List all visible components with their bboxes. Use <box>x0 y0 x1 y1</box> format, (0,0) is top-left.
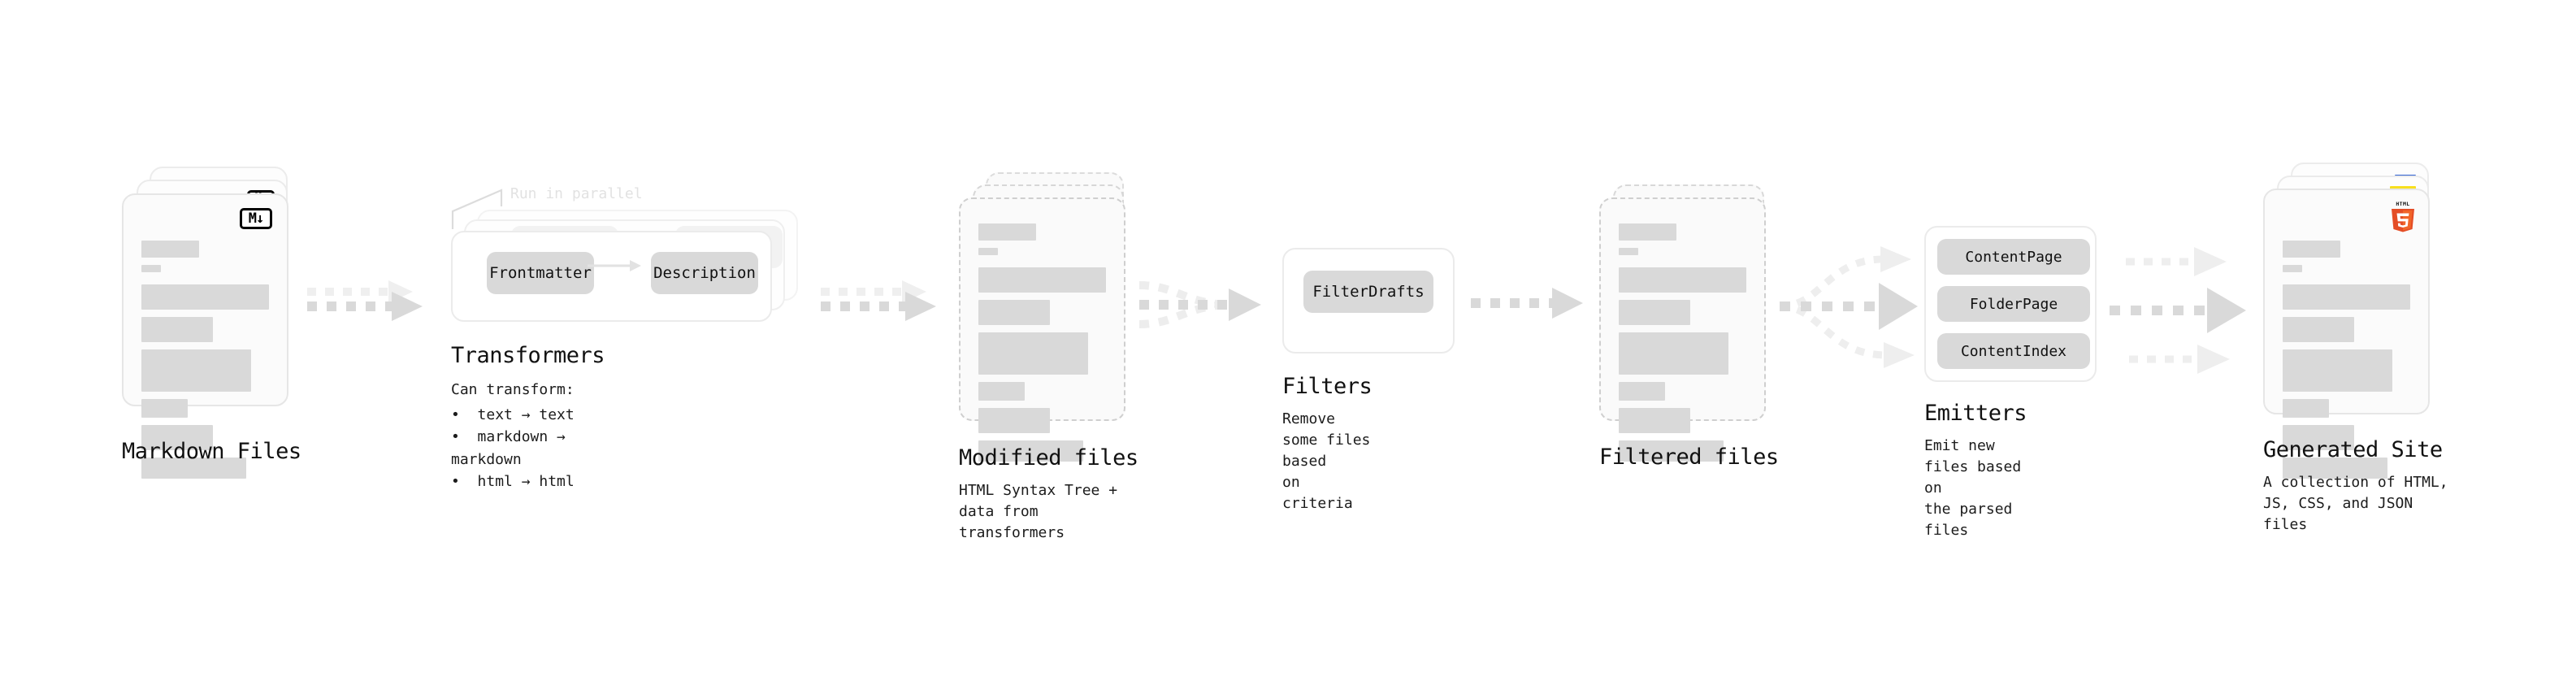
list-item: markdown → markdown <box>451 426 605 471</box>
connector-transformers-to-modified <box>821 280 951 332</box>
content-bar <box>2283 425 2354 450</box>
stage-title: Modified files <box>959 445 1138 471</box>
content-bar <box>1619 300 1690 325</box>
generated-site-card-stack: HTML <box>2263 163 2450 479</box>
dashed-arrow-pair-icon <box>821 280 936 321</box>
markdown-card-stack: M↓ M↓ M↓ <box>122 167 301 479</box>
dashed-arrow-merge-icon <box>1138 281 1261 328</box>
content-bar <box>141 349 252 392</box>
dashed-arrow-triple-icon <box>2110 247 2246 374</box>
brace-icon <box>451 189 503 229</box>
content-bar <box>2283 241 2340 258</box>
markdown-files-caption: Markdown Files <box>122 439 301 464</box>
stage-title: Filtered files <box>1599 445 1779 470</box>
content-bar <box>2283 458 2387 479</box>
connector-filtered-to-emitters <box>1776 232 1939 381</box>
svg-text:HTML: HTML <box>2396 201 2409 207</box>
stage-subtitle: A collection of HTML, JS, CSS, and JSON … <box>2263 474 2448 534</box>
connector-filters-to-filtered <box>1471 286 1593 323</box>
content-bar <box>141 265 161 272</box>
content-bar <box>1619 248 1638 255</box>
filtered-card-front <box>1599 197 1766 462</box>
modified-card-content <box>978 223 1106 462</box>
emitter-pill-contentindex[interactable]: ContentIndex <box>1937 333 2090 369</box>
content-bar <box>978 248 998 255</box>
connector-modified-to-filters <box>1138 264 1292 349</box>
dashed-arrow-icon <box>1471 288 1583 319</box>
transformer-pill-frontmatter[interactable]: Frontmatter <box>487 252 594 294</box>
markdown-card-front: M↓ <box>122 193 288 479</box>
stage-generated-site: HTML Genera <box>2263 163 2450 533</box>
stage-title: Markdown Files <box>122 439 301 464</box>
markdown-badge: M↓ <box>240 208 272 229</box>
generated-site-caption: Generated Site A collection of HTML, JS,… <box>2263 437 2450 536</box>
transform-capability-list: text → text markdown → markdown html → h… <box>451 404 605 492</box>
generated-card-front-html: HTML <box>2263 189 2430 479</box>
html5-badge-icon: HTML <box>2389 200 2417 232</box>
content-bar <box>1619 440 1724 462</box>
list-item: html → html <box>451 471 605 492</box>
modified-files-caption: Modified files HTML Syntax Tree + data f… <box>959 445 1138 544</box>
content-bar <box>1619 267 1746 293</box>
emitter-pill-contentpage[interactable]: ContentPage <box>1937 239 2090 275</box>
stage-filtered-files: Filtered files <box>1599 184 1779 470</box>
content-bar <box>141 241 199 258</box>
content-bar <box>2283 317 2354 342</box>
content-bar <box>978 408 1050 433</box>
run-in-parallel-label: Run in parallel <box>510 185 643 202</box>
content-bar <box>1619 408 1690 433</box>
content-bar <box>978 267 1106 293</box>
emitter-pill-folderpage[interactable]: FolderPage <box>1937 286 2090 322</box>
content-bar <box>141 458 246 479</box>
markdown-card-content <box>141 241 269 479</box>
content-bar <box>141 317 213 342</box>
transformer-inner-arrow-front <box>588 255 648 280</box>
connector-emitters-to-site <box>2106 236 2261 385</box>
stage-title: Emitters <box>1924 401 2027 426</box>
list-item: text → text <box>451 404 605 426</box>
transformer-pill-description[interactable]: Description <box>651 252 758 294</box>
modified-card-front <box>959 197 1125 462</box>
content-bar <box>141 284 269 310</box>
filter-pill-filterdrafts[interactable]: FilterDrafts <box>1303 271 1433 313</box>
dashed-arrow-fan-icon <box>1779 246 1918 368</box>
content-bar <box>1619 223 1676 241</box>
content-bar <box>2283 399 2329 418</box>
stage-markdown-files: M↓ M↓ M↓ <box>122 167 301 479</box>
filtered-card-stack <box>1599 184 1778 462</box>
content-bar <box>1619 332 1729 375</box>
stage-title: Transformers <box>451 343 605 368</box>
filters-caption: Filters Remove some files based on crite… <box>1282 374 1373 514</box>
emitters-caption: Emitters Emit new files based on the par… <box>1924 401 2027 541</box>
modified-card-stack <box>959 172 1138 462</box>
content-bar <box>1619 382 1665 401</box>
content-bar <box>978 332 1089 375</box>
stage-title: Generated Site <box>2263 437 2443 462</box>
small-arrow-icon <box>588 260 641 271</box>
content-bar <box>978 300 1050 325</box>
transformers-caption: Transformers Can transform: text → text … <box>451 343 605 493</box>
filtered-files-caption: Filtered files <box>1599 445 1779 470</box>
html5-shield-icon: HTML <box>2392 201 2414 232</box>
run-in-parallel-brace <box>451 189 516 234</box>
content-bar <box>2283 349 2393 392</box>
content-bar <box>978 440 1083 462</box>
content-bar <box>2283 284 2410 310</box>
stage-subtitle: Emit new files based on the parsed files <box>1924 437 2022 540</box>
stage-subtitle: Can transform: <box>451 381 575 398</box>
filtered-card-content <box>1619 223 1746 462</box>
generated-card-content <box>2283 241 2410 479</box>
stage-title: Filters <box>1282 374 1373 399</box>
stage-subtitle: HTML Syntax Tree + data from transformer… <box>959 482 1118 542</box>
content-bar <box>2283 265 2302 272</box>
content-bar <box>141 425 213 450</box>
content-bar <box>978 382 1025 401</box>
dashed-arrow-pair-icon <box>307 280 423 321</box>
content-bar <box>141 399 188 418</box>
connector-md-to-transformers <box>307 280 437 332</box>
stage-modified-files: Modified files HTML Syntax Tree + data f… <box>959 172 1138 541</box>
stage-subtitle: Remove some files based on criteria <box>1282 410 1371 513</box>
content-bar <box>978 223 1036 241</box>
